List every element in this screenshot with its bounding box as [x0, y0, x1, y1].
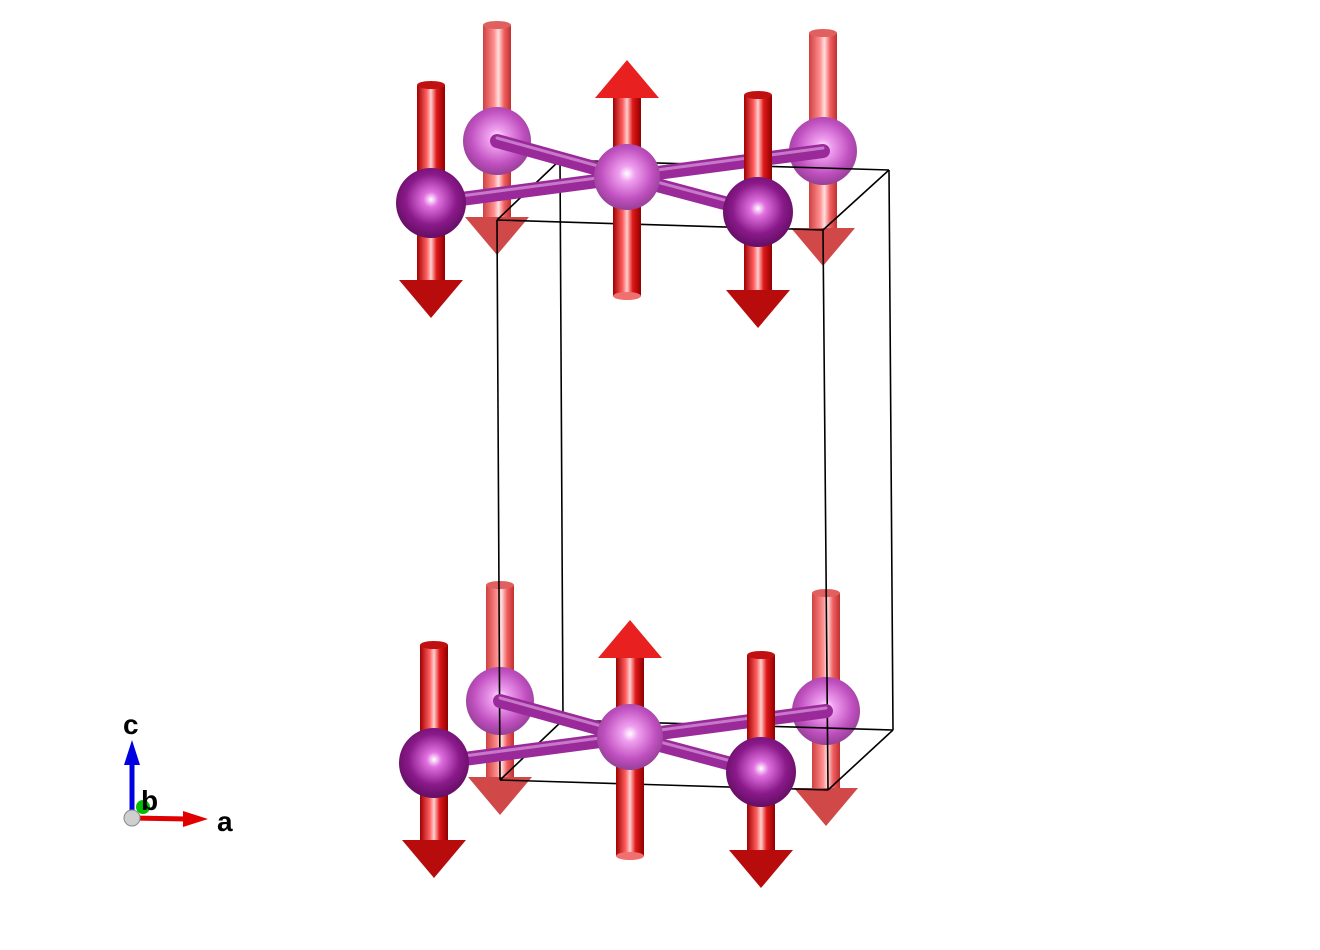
spin-arrow-cap — [744, 91, 772, 99]
unit-cell-edge — [496, 219, 501, 781]
axis-c-label: c — [123, 709, 139, 740]
axis-b-label: b — [141, 785, 158, 816]
spin-arrow-head — [468, 777, 532, 815]
spin-arrow-head — [595, 60, 659, 98]
atom-front — [726, 737, 796, 807]
atom-front — [597, 704, 663, 770]
spin-arrow-cap — [747, 651, 775, 659]
spin-arrow-cap — [417, 81, 445, 89]
axis-b-marker — [136, 800, 150, 814]
atom-front — [396, 168, 466, 238]
spin-arrow-head — [399, 280, 463, 318]
bond-highlight — [628, 706, 828, 736]
unit-cell-edge — [827, 729, 894, 791]
spin-arrow-cap — [486, 581, 514, 589]
axis-a-head — [183, 811, 208, 827]
front-layer — [396, 60, 796, 888]
atom-front — [594, 144, 660, 210]
axis-c-head — [124, 740, 140, 765]
axis-a-shaft — [131, 815, 189, 822]
spin-arrow-head — [598, 620, 662, 658]
spin-arrow-cap — [616, 852, 644, 860]
spin-arrow-head — [729, 850, 793, 888]
axis-origin — [123, 809, 141, 827]
spin-arrow-head — [402, 840, 466, 878]
unit-cell-edge — [888, 169, 894, 731]
spin-arrow-cap — [483, 21, 511, 29]
unit-cell-edge — [822, 229, 829, 791]
bond-highlight — [625, 146, 825, 176]
unit-cell-edge — [559, 159, 564, 721]
axis-a-label: a — [217, 806, 233, 837]
spin-arrow-head — [794, 788, 858, 826]
spin-arrow-cap — [420, 641, 448, 649]
spin-arrow-head — [726, 290, 790, 328]
unit-cell-edge — [822, 169, 890, 231]
spin-arrow-cap — [809, 29, 837, 37]
atom-front — [399, 728, 469, 798]
atom-front — [723, 177, 793, 247]
spin-arrow-cap — [613, 292, 641, 300]
axis-indicator: c b a — [123, 709, 233, 837]
